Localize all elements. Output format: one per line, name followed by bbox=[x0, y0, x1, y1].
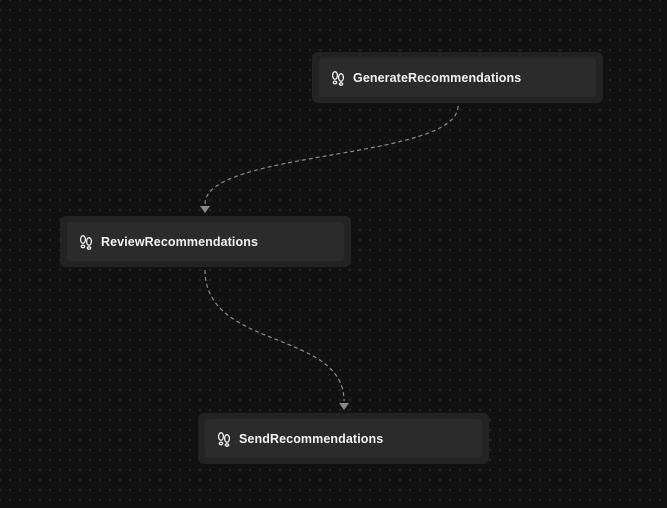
footprints-icon bbox=[330, 70, 346, 86]
edge-generate-to-review bbox=[204, 105, 459, 205]
edge-arrowhead bbox=[200, 206, 210, 213]
edge-arrowhead bbox=[339, 403, 349, 410]
footprints-icon bbox=[78, 234, 94, 250]
node-body: GenerateRecommendations bbox=[319, 58, 596, 97]
node-label: SendRecommendations bbox=[239, 431, 384, 446]
node-send-recommendations[interactable]: SendRecommendations bbox=[198, 413, 489, 464]
node-body: ReviewRecommendations bbox=[67, 222, 344, 261]
node-review-recommendations[interactable]: ReviewRecommendations bbox=[60, 216, 351, 267]
footprints-icon bbox=[216, 431, 232, 447]
node-generate-recommendations[interactable]: GenerateRecommendations bbox=[312, 52, 603, 103]
edge-review-to-send bbox=[204, 269, 345, 402]
node-label: GenerateRecommendations bbox=[353, 70, 522, 85]
node-label: ReviewRecommendations bbox=[101, 234, 259, 249]
node-body: SendRecommendations bbox=[205, 419, 482, 458]
